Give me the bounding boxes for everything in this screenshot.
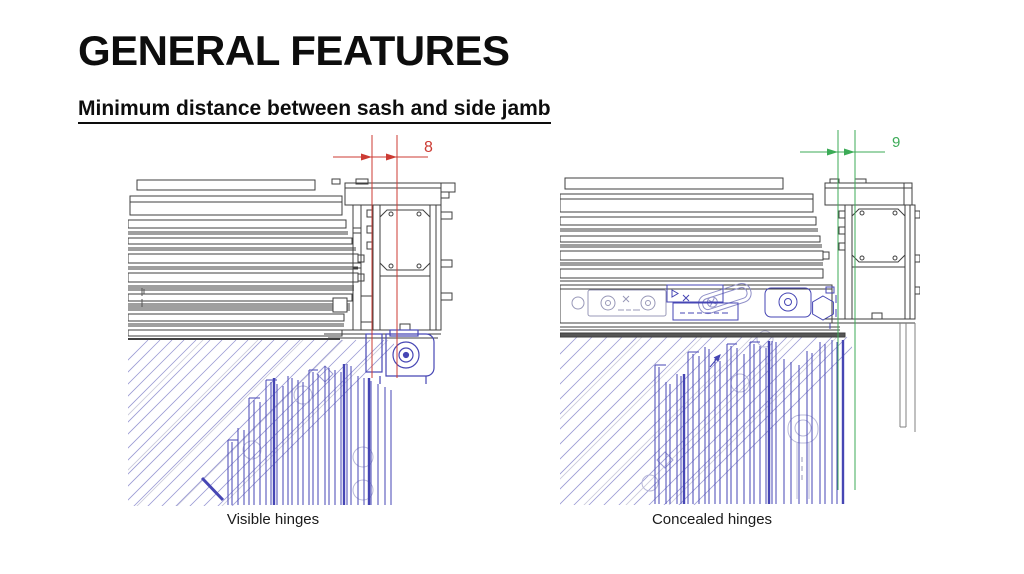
side-jamb-section-left	[324, 178, 456, 339]
concealed-hinge	[571, 282, 837, 329]
dimension-visible-hinges: 8	[333, 135, 433, 378]
figure-concealed-hinges: 9	[560, 127, 920, 505]
open-sash-hatch-right	[560, 336, 852, 505]
cad-drawing-concealed-hinges: 9	[560, 130, 920, 505]
dimension-concealed-hinges: 9	[800, 130, 900, 490]
visible-hinge	[365, 329, 435, 384]
cad-drawing-visible-hinges: 8	[128, 135, 456, 506]
caption-visible-hinges: Visible hinges	[226, 511, 320, 528]
page-subtitle-text: Minimum distance between sash and side j…	[78, 97, 551, 125]
open-sash-section-right	[654, 340, 845, 504]
open-sash-section-left	[200, 364, 392, 505]
page-title: GENERAL FEATURES	[78, 27, 510, 74]
sash-profile-section-right	[560, 177, 846, 338]
side-jamb-section-right	[824, 178, 920, 432]
open-sash-hatch-left	[128, 339, 394, 506]
sash-profile-section-left	[128, 179, 374, 340]
dimension-value-concealed: 9	[892, 134, 900, 151]
dimension-value-visible: 8	[424, 139, 433, 156]
hinge-arm-right	[641, 330, 819, 499]
page-subtitle: Minimum distance between sash and side j…	[78, 97, 551, 125]
caption-concealed-hinges: Concealed hinges	[651, 511, 773, 528]
tiny-part-label-left	[141, 288, 145, 307]
figure-visible-hinges: 8	[128, 128, 458, 506]
